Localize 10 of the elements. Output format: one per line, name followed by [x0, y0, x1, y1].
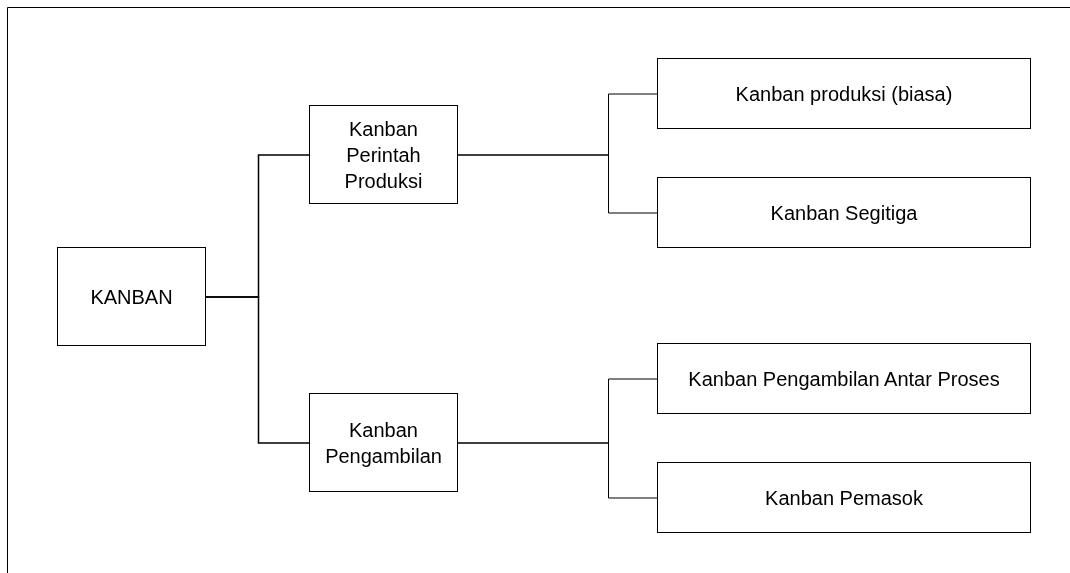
text-box: Kanban Segitiga [657, 177, 1031, 248]
text-box: Kanban produksi (biasa) [657, 58, 1031, 129]
text-box: KANBAN [57, 247, 206, 346]
text-box: Kanban Pengambilan Antar Proses [657, 343, 1031, 414]
text-box: Kanban Pengambilan [309, 393, 458, 492]
connector-line [457, 154, 658, 214]
text-box: Kanban Pemasok [657, 462, 1031, 533]
text-box: Kanban Perintah Produksi [309, 105, 458, 204]
connector-line [457, 442, 658, 499]
connector-line [205, 296, 310, 444]
